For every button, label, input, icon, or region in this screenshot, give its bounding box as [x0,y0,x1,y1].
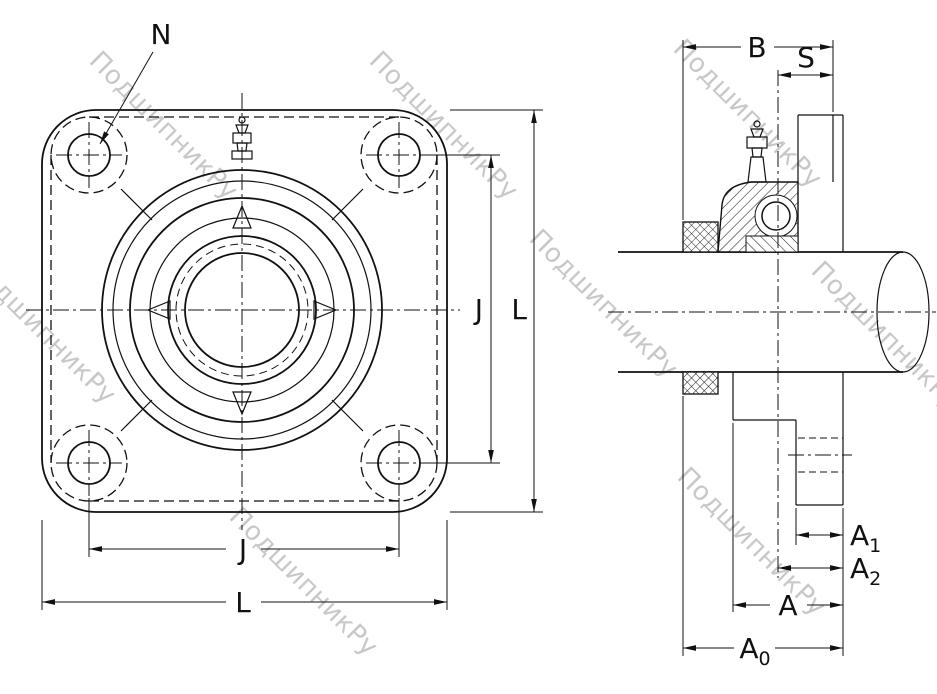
watermark-text: ПодшипникРу [671,462,832,623]
front-view: N J L J [26,18,543,619]
dim-s: S [778,41,833,78]
shaft-end-face [876,251,930,373]
dim-label-n: N [151,18,172,51]
dim-label-s: S [797,41,815,74]
set-screw-marker-right [313,300,338,320]
watermark-text: ПодшипникРу [223,502,384,663]
watermark-text: ПодшипникРу [805,256,937,417]
grease-fitting-side-icon [746,120,768,183]
dim-a1: A1 [795,508,881,656]
set-screw-marker-bottom [232,391,252,416]
rear-boss-hidden-outline [50,116,438,502]
dim-label-b: B [747,31,766,64]
bearing-ball [761,201,791,231]
dim-label-l-bottom: L [235,586,251,619]
dim-a: A [732,423,843,622]
watermark-text: ПодшипникРу [363,46,524,207]
dim-label-a: A [778,589,797,622]
bolt-holes [56,122,432,496]
dim-j-right: J [420,154,500,464]
dim-b: B [682,31,834,220]
set-screw-collar-top [682,221,719,253]
set-screw-marker-left [146,300,171,320]
housing-hub [732,372,796,421]
set-screw-collar-bottom [682,371,719,395]
grease-fitting-front-icon [231,116,253,160]
set-screw-marker-top [232,204,252,229]
dim-l-bottom: L [41,520,448,619]
dim-label-j-bottom: J [237,533,247,566]
dim-a0: A0 [682,396,843,670]
dim-a2: A2 [778,552,881,590]
dim-j-bottom: J [88,498,400,566]
dim-label-j-right: J [473,293,483,326]
dim-n: N [99,18,172,145]
side-view: B S A1 A2 A A [608,31,936,670]
plate-bolt-hole-hidden [788,437,852,473]
dim-label-a1: A1 [850,519,881,557]
dim-label-l-right: L [511,293,527,326]
flange-plate [795,114,844,506]
n-leader-line [99,51,154,145]
dim-label-a2: A2 [850,552,881,590]
dim-l-right: L [450,109,543,513]
dim-label-a0: A0 [739,632,770,670]
flange-outline [41,109,448,513]
set-screw-markers [146,204,338,416]
watermark-text: ПодшипникРу [523,224,684,385]
bolt-hole-centerlines [56,122,432,496]
corner-ribs [120,188,364,432]
inner-ring-section [745,235,799,253]
